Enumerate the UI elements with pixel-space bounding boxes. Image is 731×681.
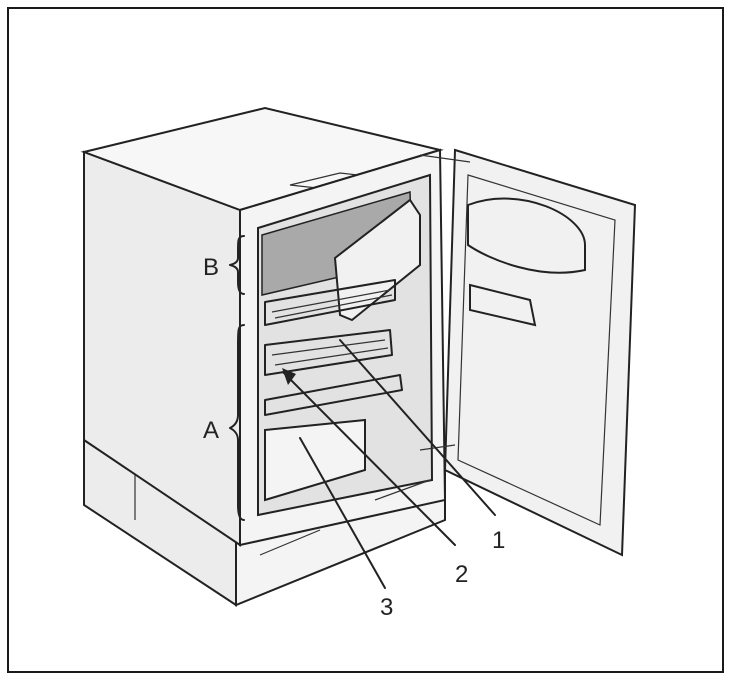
door-inner-liner: [457, 174, 616, 526]
glass-shelf-2-bars: [271, 339, 389, 366]
callout-2-line: [282, 371, 456, 546]
callout-2-label: 2: [455, 561, 468, 588]
glass-shelf-2: [264, 329, 393, 376]
crisper-drawer: [264, 418, 366, 502]
bottom-trim: [259, 479, 431, 556]
bottom-shelf: [264, 374, 403, 416]
door-rack-small: [469, 283, 537, 327]
zone-b-brace: [229, 235, 245, 295]
door-hinge-top: [419, 154, 471, 163]
zone-a-brace: [229, 324, 245, 521]
callout-1-line: [339, 339, 496, 516]
callout-1-label: 1: [492, 527, 505, 554]
callout-2-arrowhead: [282, 368, 296, 385]
upper-shelf-bars: [271, 289, 393, 319]
zone-b-label: B: [203, 254, 219, 281]
door-hinge-bottom: [419, 444, 456, 451]
callout-3-label: 3: [380, 594, 393, 621]
callout-3-line: [299, 437, 386, 589]
refrigerator: [80, 106, 447, 607]
zone-a-label: A: [203, 417, 219, 444]
door: [419, 148, 637, 557]
freezer-flap: [333, 198, 421, 322]
upper-shelf: [264, 279, 396, 326]
door-rack-top: [467, 197, 586, 274]
